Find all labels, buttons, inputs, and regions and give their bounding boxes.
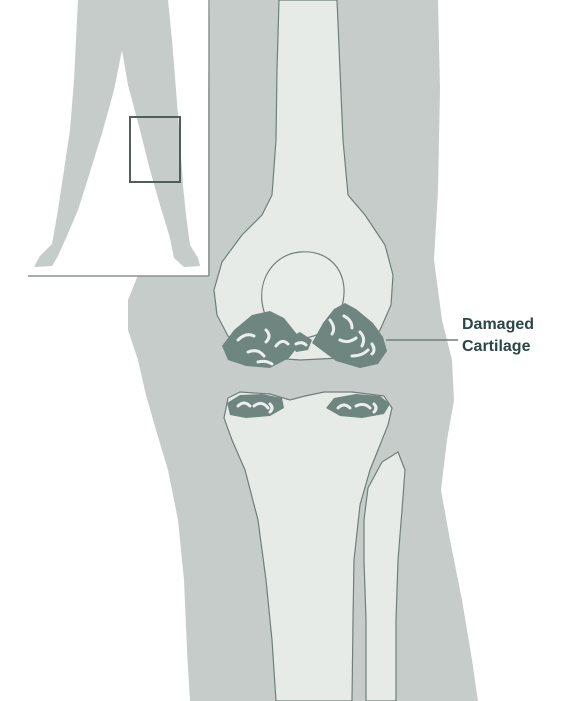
damaged-cartilage-label: Damaged Cartilage (462, 314, 534, 358)
callout-line-1: Damaged (462, 314, 534, 336)
body-silhouette-inset (0, 0, 209, 276)
callout-line-2: Cartilage (462, 336, 534, 358)
